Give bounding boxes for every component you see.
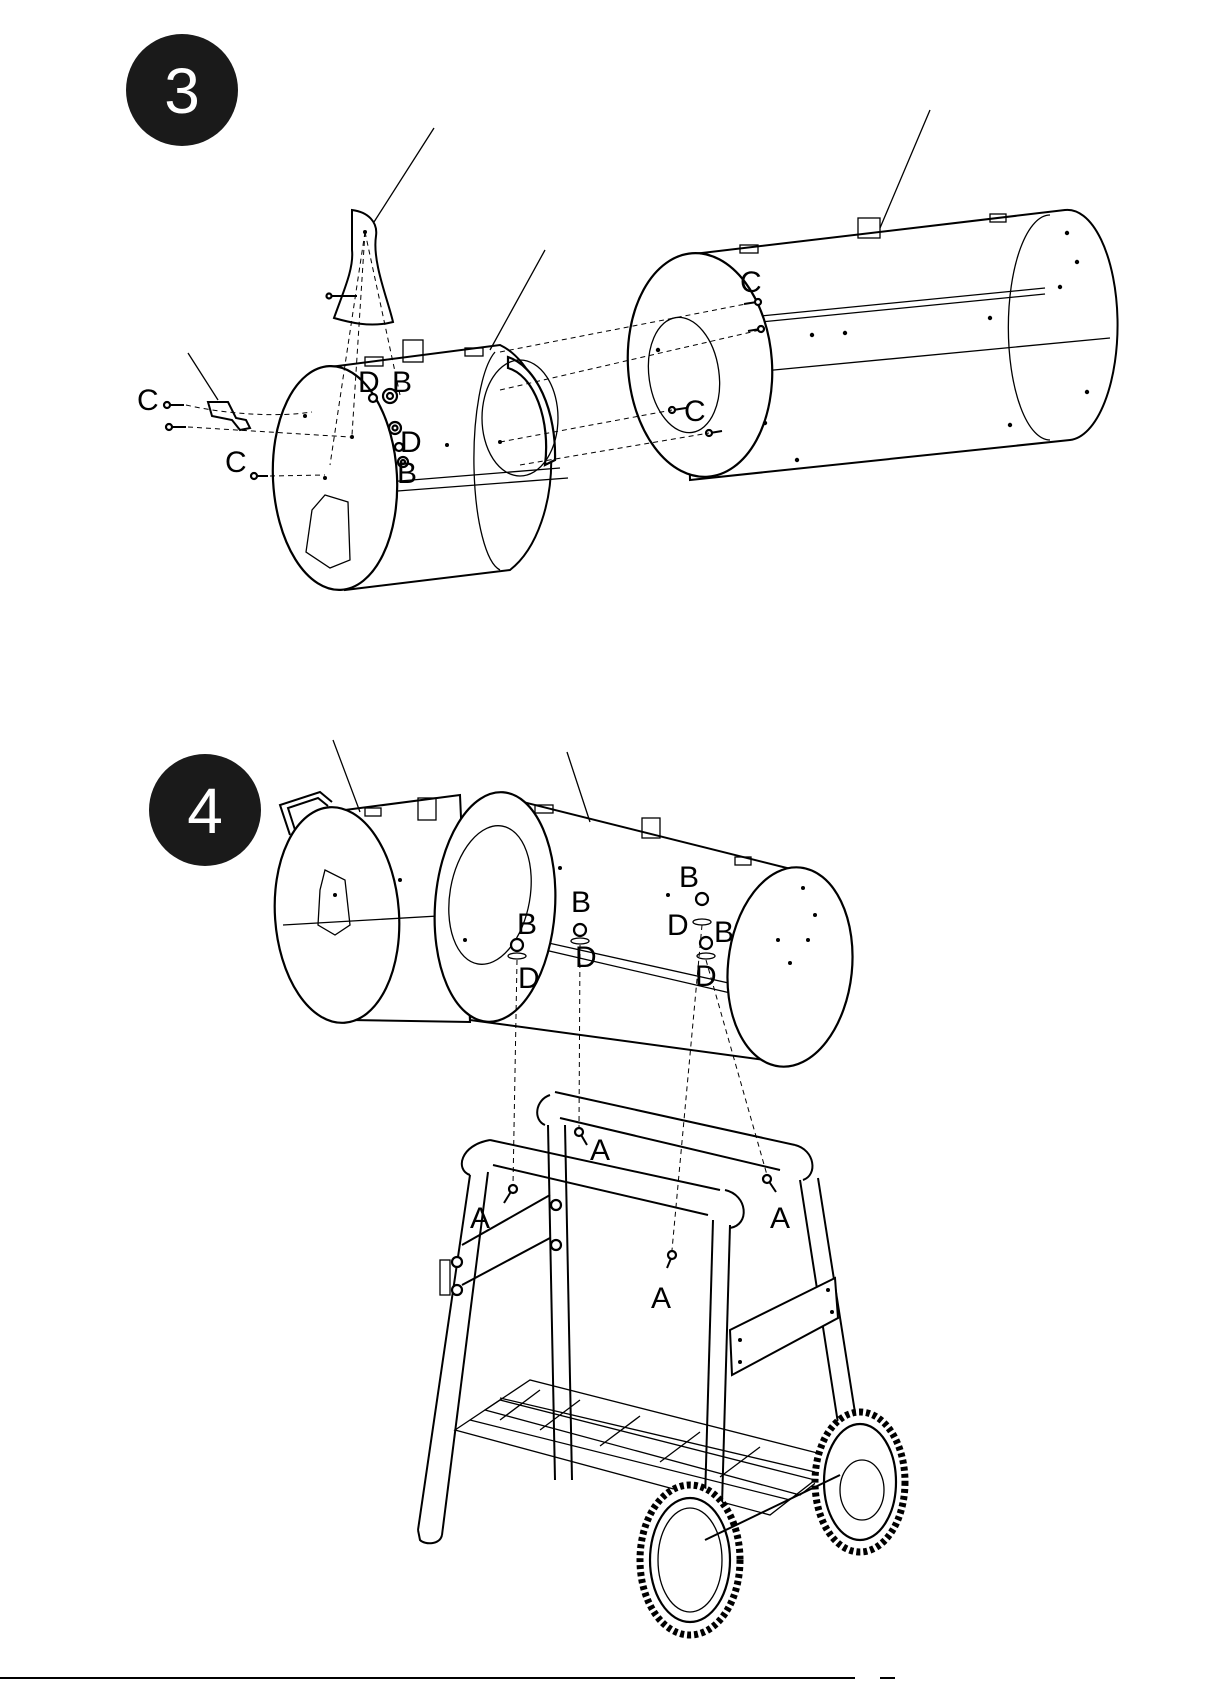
label-c-right-bottom: C (684, 395, 706, 428)
firebox (267, 250, 568, 593)
step-4-number: 4 (187, 775, 223, 847)
wire-shelf (455, 1380, 845, 1515)
wheel-front (640, 1485, 740, 1635)
label-c-right-top: C (740, 266, 762, 299)
label-b2: B (571, 886, 591, 919)
label-d1: D (518, 962, 540, 995)
label-d-mid: D (400, 426, 422, 459)
assembled-main-barrel (427, 752, 862, 1073)
label-b1: B (517, 908, 537, 941)
label-a4: A (651, 1282, 671, 1315)
handle-bracket (188, 353, 250, 430)
label-b-top: B (392, 366, 412, 399)
main-barrel-leader (880, 110, 930, 228)
step-3: 3 (126, 34, 1118, 593)
label-d4: D (695, 960, 717, 993)
label-d2: D (575, 941, 597, 974)
label-a2: A (470, 1202, 490, 1235)
step-4: 4 (149, 740, 905, 1635)
bracket-leader (188, 353, 218, 400)
wheel-back (815, 1412, 905, 1552)
label-b3: B (679, 861, 699, 894)
step-3-badge: 3 (126, 34, 238, 146)
step-3-number: 3 (164, 55, 200, 127)
firebox-leader-4 (333, 740, 360, 812)
label-d-top: D (358, 366, 380, 399)
damper-leader (374, 128, 434, 222)
label-c-left-bottom: C (225, 446, 247, 479)
step-4-badge: 4 (149, 754, 261, 866)
label-d3: D (667, 909, 689, 942)
label-b4: B (714, 916, 734, 949)
firebox-leader (490, 250, 545, 350)
chimney-damper (327, 128, 435, 325)
label-b-mid: B (397, 457, 417, 490)
label-a3: A (770, 1202, 790, 1235)
stand (418, 1092, 905, 1635)
label-c-left-top: C (137, 384, 159, 417)
label-a1: A (590, 1134, 610, 1167)
barrel-leader-4 (567, 752, 590, 822)
